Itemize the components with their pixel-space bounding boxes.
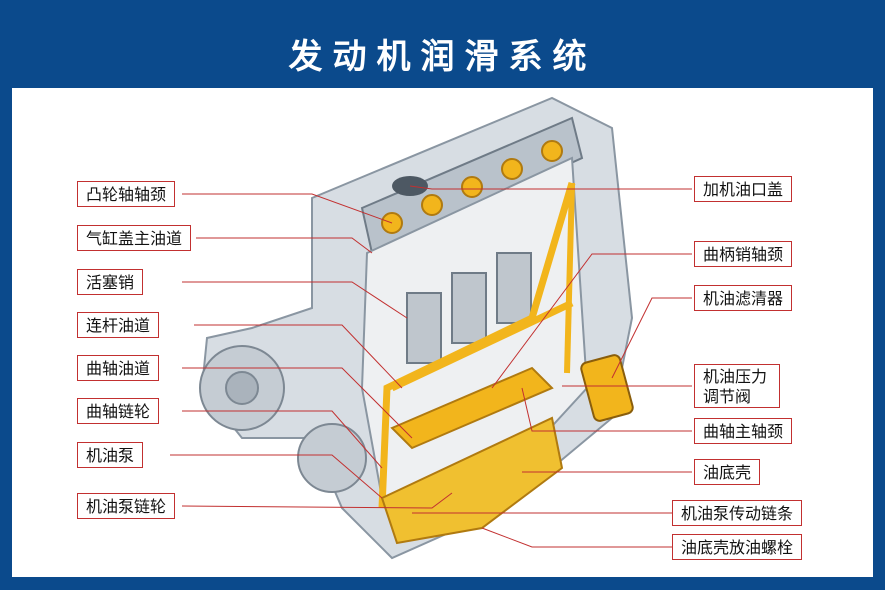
engine-cutaway-illustration: [170, 96, 692, 560]
diagram-panel: 凸轮轴轴颈 气缸盖主油道 活塞销 连杆油道 曲轴油道 曲轴链轮 机油泵 机油泵链…: [12, 88, 873, 577]
label-oil-filler-cap: 加机油口盖: [694, 176, 793, 202]
label-piston-pin: 活塞销: [77, 269, 144, 295]
label-oil-pressure-line2: 调节阀: [703, 387, 752, 406]
label-oil-pump-sprocket: 机油泵链轮: [77, 493, 176, 519]
label-oil-pan-drain-plug: 油底壳放油螺栓: [672, 534, 803, 560]
label-oil-pan: 油底壳: [694, 459, 761, 485]
label-crankshaft-oil-passage: 曲轴油道: [77, 355, 160, 381]
label-oil-pressure-regulator-valve: 机油压力 调节阀: [694, 364, 780, 408]
label-oil-pressure-line1: 机油压力: [703, 367, 768, 386]
label-head-main-oil-gallery: 气缸盖主油道: [77, 225, 192, 251]
page-title: 发动机润滑系统: [288, 37, 597, 77]
label-connecting-rod-oil-passage: 连杆油道: [77, 312, 160, 338]
label-crankshaft-sprocket: 曲轴链轮: [77, 398, 160, 424]
label-crankpin-journal: 曲柄销轴颈: [694, 241, 793, 267]
label-oil-pump: 机油泵: [77, 442, 144, 468]
label-camshaft-journal: 凸轮轴轴颈: [77, 181, 176, 207]
label-crankshaft-main-journal: 曲轴主轴颈: [694, 418, 793, 444]
label-oil-filter: 机油滤清器: [694, 285, 793, 311]
label-oil-pump-drive-chain: 机油泵传动链条: [672, 500, 803, 526]
